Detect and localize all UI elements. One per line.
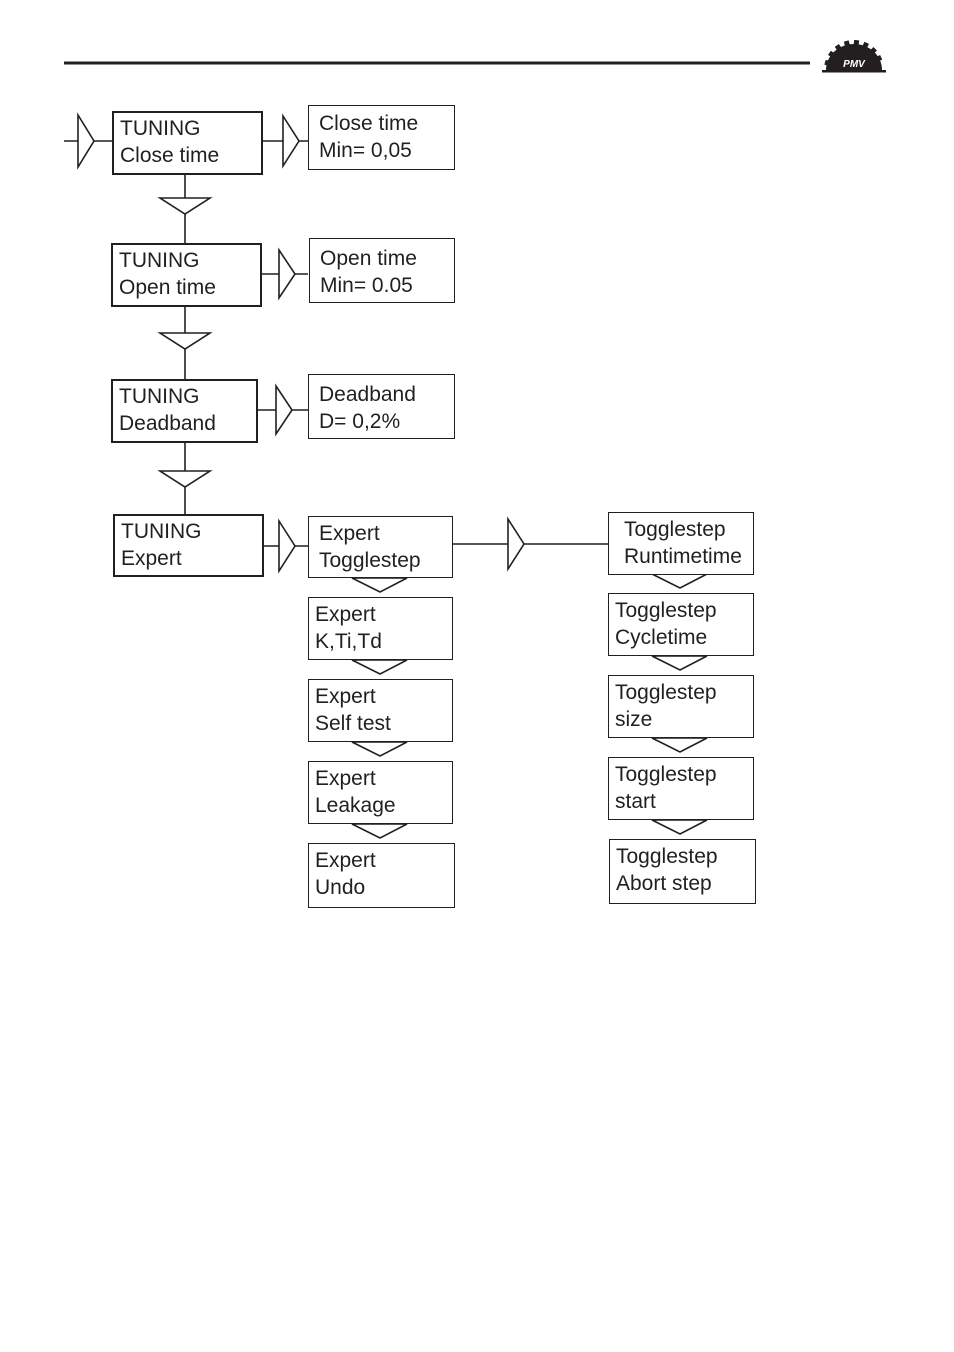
togglestep-item-cycletime[interactable]: Togglestep Cycletime [608,593,754,656]
expert-item-title: Expert [315,685,376,708]
expert-item-self-test[interactable]: Expert Self test [308,679,453,742]
entry-arrow [77,112,95,170]
expert-item-togglestep[interactable]: Expert Togglestep [308,516,453,578]
right-arrow-1 [282,113,300,169]
menu-item-title: TUNING [119,249,200,272]
togglestep-item-title: Togglestep [615,763,717,786]
value-deadband: Deadband D= 0,2% [308,374,455,439]
value-reading: Min= 0,05 [319,139,412,162]
value-reading: D= 0,2% [319,410,401,433]
menu-item-title: TUNING [120,117,201,140]
togglestep-item-start[interactable]: Togglestep start [608,757,754,820]
value-open-time: Open time Min= 0.05 [309,238,455,303]
togglestep-item-label: start [615,790,656,813]
menu-down-arrow-2 [157,332,213,350]
expert-down-arrow-2 [351,659,408,675]
menu-down-arrow-1 [157,197,213,215]
menu-item-label: Expert [121,547,182,570]
expert-down-arrow-4 [351,823,408,839]
menu-item-deadband[interactable]: TUNING Deadband [111,379,258,443]
right-arrow-4 [278,518,296,574]
toggle-down-arrow-4 [651,819,708,835]
pmv-logo: PMV [822,40,886,73]
expert-item-label: Self test [315,712,391,735]
value-title: Deadband [319,383,416,406]
menu-down-arrow-3 [157,470,213,488]
expert-item-label: Leakage [315,794,396,817]
expert-item-label: Undo [315,876,366,899]
togglestep-item-abort-step[interactable]: Togglestep Abort step [609,839,756,904]
toggle-down-arrow-3 [651,737,708,753]
togglestep-item-title: Togglestep [615,599,717,622]
expert-item-title: Expert [319,522,380,545]
toggle-down-arrow-2 [651,655,708,671]
togglestep-item-title: Togglestep [616,845,718,868]
menu-item-open-time[interactable]: TUNING Open time [111,243,262,307]
togglestep-item-title: Togglestep [615,681,717,704]
togglestep-item-label: Abort step [616,872,712,895]
togglestep-item-title: Togglestep [624,518,726,541]
menu-item-close-time[interactable]: TUNING Close time [112,111,263,175]
togglestep-item-size[interactable]: Togglestep size [608,675,754,738]
menu-item-expert[interactable]: TUNING Expert [113,514,264,577]
expert-item-label: Togglestep [319,549,421,572]
menu-item-label: Open time [119,276,216,299]
expert-item-title: Expert [315,767,376,790]
expert-down-arrow-3 [351,741,408,757]
expert-item-title: Expert [315,603,376,626]
toggle-down-arrow-1 [651,573,708,589]
togglestep-item-runtime[interactable]: Togglestep Runtimetime [608,512,754,575]
value-close-time: Close time Min= 0,05 [308,105,455,170]
menu-item-label: Deadband [119,412,216,435]
right-arrow-2 [278,247,296,301]
togglestep-item-label: Runtimetime [624,545,742,568]
togglestep-item-label: Cycletime [615,626,708,649]
menu-item-title: TUNING [119,385,200,408]
menu-item-label: Close time [120,144,220,167]
menu-item-title: TUNING [121,520,202,543]
expert-item-title: Expert [315,849,376,872]
value-title: Close time [319,112,419,135]
expert-link-arrow [507,516,525,572]
value-reading: Min= 0.05 [320,274,413,297]
expert-down-arrow-1 [351,577,408,593]
expert-item-undo[interactable]: Expert Undo [308,843,455,908]
expert-item-label: K,Ti,Td [315,630,382,653]
expert-item-k-ti-td[interactable]: Expert K,Ti,Td [308,597,453,660]
expert-item-leakage[interactable]: Expert Leakage [308,761,453,824]
right-arrow-3 [275,383,293,437]
logo-text: PMV [843,59,866,70]
togglestep-item-label: size [615,708,653,731]
value-title: Open time [320,247,417,270]
